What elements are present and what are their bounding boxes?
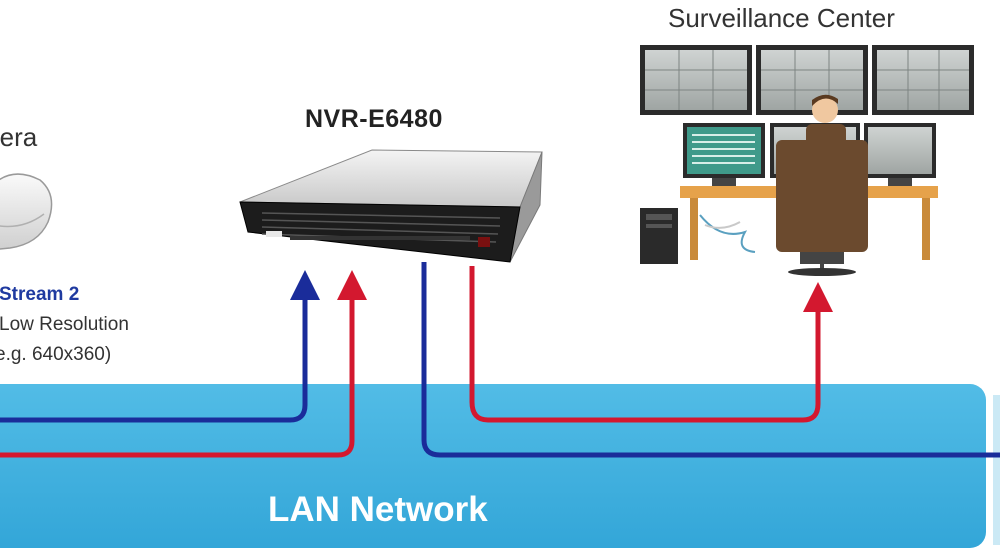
nvr-device-icon (239, 149, 543, 263)
camera-red-stream-line (0, 296, 355, 458)
office-chair (776, 140, 868, 252)
arrow-up-icon (290, 270, 320, 300)
dome-camera-icon (0, 173, 53, 250)
surveillance-center-label: Surveillance Center (668, 3, 895, 33)
stream-example-text: e.g. 640x360) (0, 344, 112, 365)
nvr-model-label: NVR-E6480 (305, 105, 443, 133)
video-wall-monitors (640, 45, 974, 115)
camera-blue-stream-line (0, 296, 308, 423)
camera-label: mera (0, 122, 38, 152)
arrow-heads (290, 270, 833, 312)
stream-resolution-text: Low Resolution (0, 314, 129, 335)
lan-network-panel (0, 384, 1000, 548)
nvr-red-output-line (469, 266, 821, 423)
stream-connectors (0, 262, 1000, 458)
lan-network-label: LAN Network (268, 490, 488, 529)
surveillance-center-illustration (640, 45, 974, 276)
operator-figure (776, 94, 868, 276)
arrow-up-icon (337, 270, 367, 300)
arrow-up-icon (803, 282, 833, 312)
nvr-blue-output-line (421, 262, 1000, 458)
stream-title: Stream 2 (0, 284, 80, 305)
